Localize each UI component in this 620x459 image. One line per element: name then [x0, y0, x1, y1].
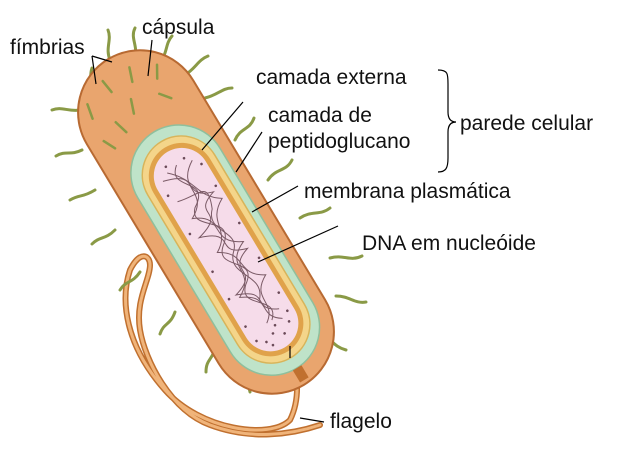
label-membrana: membrana plasmática — [304, 180, 511, 203]
label-capsula: cápsula — [142, 16, 215, 39]
label-dna: DNA em nucleóide — [362, 232, 536, 255]
cytoplasm — [153, 147, 299, 352]
label-fimbrias: fímbrias — [10, 36, 85, 59]
label-camada-de-line1: camada de — [268, 104, 372, 127]
label-camada-de-line2: peptidoglucano — [268, 130, 411, 153]
label-flagelo: flagelo — [330, 410, 392, 433]
leader-lines — [91, 39, 457, 423]
ribosomes — [164, 156, 291, 347]
label-camada-externa: camada externa — [256, 66, 407, 89]
label-parede-celular: parede celular — [460, 112, 594, 135]
nucleoid-dna — [162, 160, 283, 324]
